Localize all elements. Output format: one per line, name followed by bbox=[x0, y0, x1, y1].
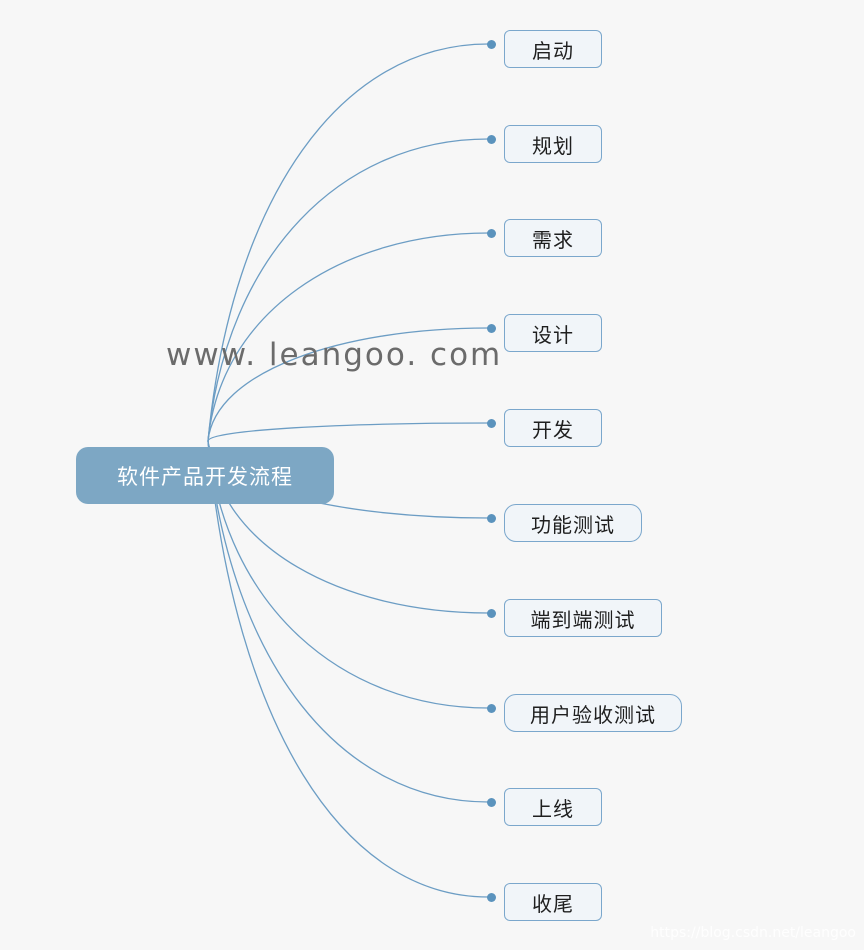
connector-dot bbox=[487, 704, 496, 713]
watermark-center: www. leangoo. com bbox=[166, 337, 503, 373]
leaf-node[interactable]: 设计 bbox=[504, 314, 602, 352]
connector-line bbox=[207, 422, 489, 442]
leaf-node[interactable]: 用户验收测试 bbox=[504, 694, 682, 732]
leaf-node-label: 功能测试 bbox=[531, 512, 615, 537]
leaf-node[interactable]: 收尾 bbox=[504, 883, 602, 921]
leaf-node-label: 需求 bbox=[532, 227, 574, 252]
leaf-node-label: 端到端测试 bbox=[530, 607, 636, 632]
connector-line bbox=[207, 440, 489, 898]
connector-line bbox=[207, 138, 489, 442]
leaf-node-label: 设计 bbox=[532, 322, 574, 347]
connector-dot bbox=[487, 893, 496, 902]
connector-dot bbox=[487, 229, 496, 238]
leaf-node[interactable]: 端到端测试 bbox=[504, 599, 662, 637]
root-node-label: 软件产品开发流程 bbox=[117, 464, 293, 489]
connector-dot bbox=[487, 514, 496, 523]
leaf-node[interactable]: 功能测试 bbox=[504, 504, 642, 542]
leaf-node-label: 上线 bbox=[532, 796, 574, 821]
connector-dot bbox=[487, 40, 496, 49]
connector-dot bbox=[487, 135, 496, 144]
connector-line bbox=[207, 43, 489, 442]
leaf-node[interactable]: 开发 bbox=[504, 409, 602, 447]
leaf-node-label: 收尾 bbox=[532, 891, 574, 916]
leaf-node-label: 开发 bbox=[532, 417, 574, 442]
watermark-corner: https://blog.csdn.net/leangoo bbox=[650, 925, 856, 941]
leaf-node[interactable]: 上线 bbox=[504, 788, 602, 826]
leaf-node-label: 用户验收测试 bbox=[530, 702, 656, 727]
leaf-node-label: 规划 bbox=[532, 133, 574, 158]
leaf-node[interactable]: 启动 bbox=[504, 30, 602, 68]
root-node[interactable]: 软件产品开发流程 bbox=[76, 447, 334, 504]
leaf-node[interactable]: 规划 bbox=[504, 125, 602, 163]
connector-dot bbox=[487, 324, 496, 333]
connector-dot bbox=[487, 609, 496, 618]
leaf-node-label: 启动 bbox=[532, 38, 574, 63]
leaf-node[interactable]: 需求 bbox=[504, 219, 602, 257]
connector-dot bbox=[487, 419, 496, 428]
connector-dot bbox=[487, 798, 496, 807]
